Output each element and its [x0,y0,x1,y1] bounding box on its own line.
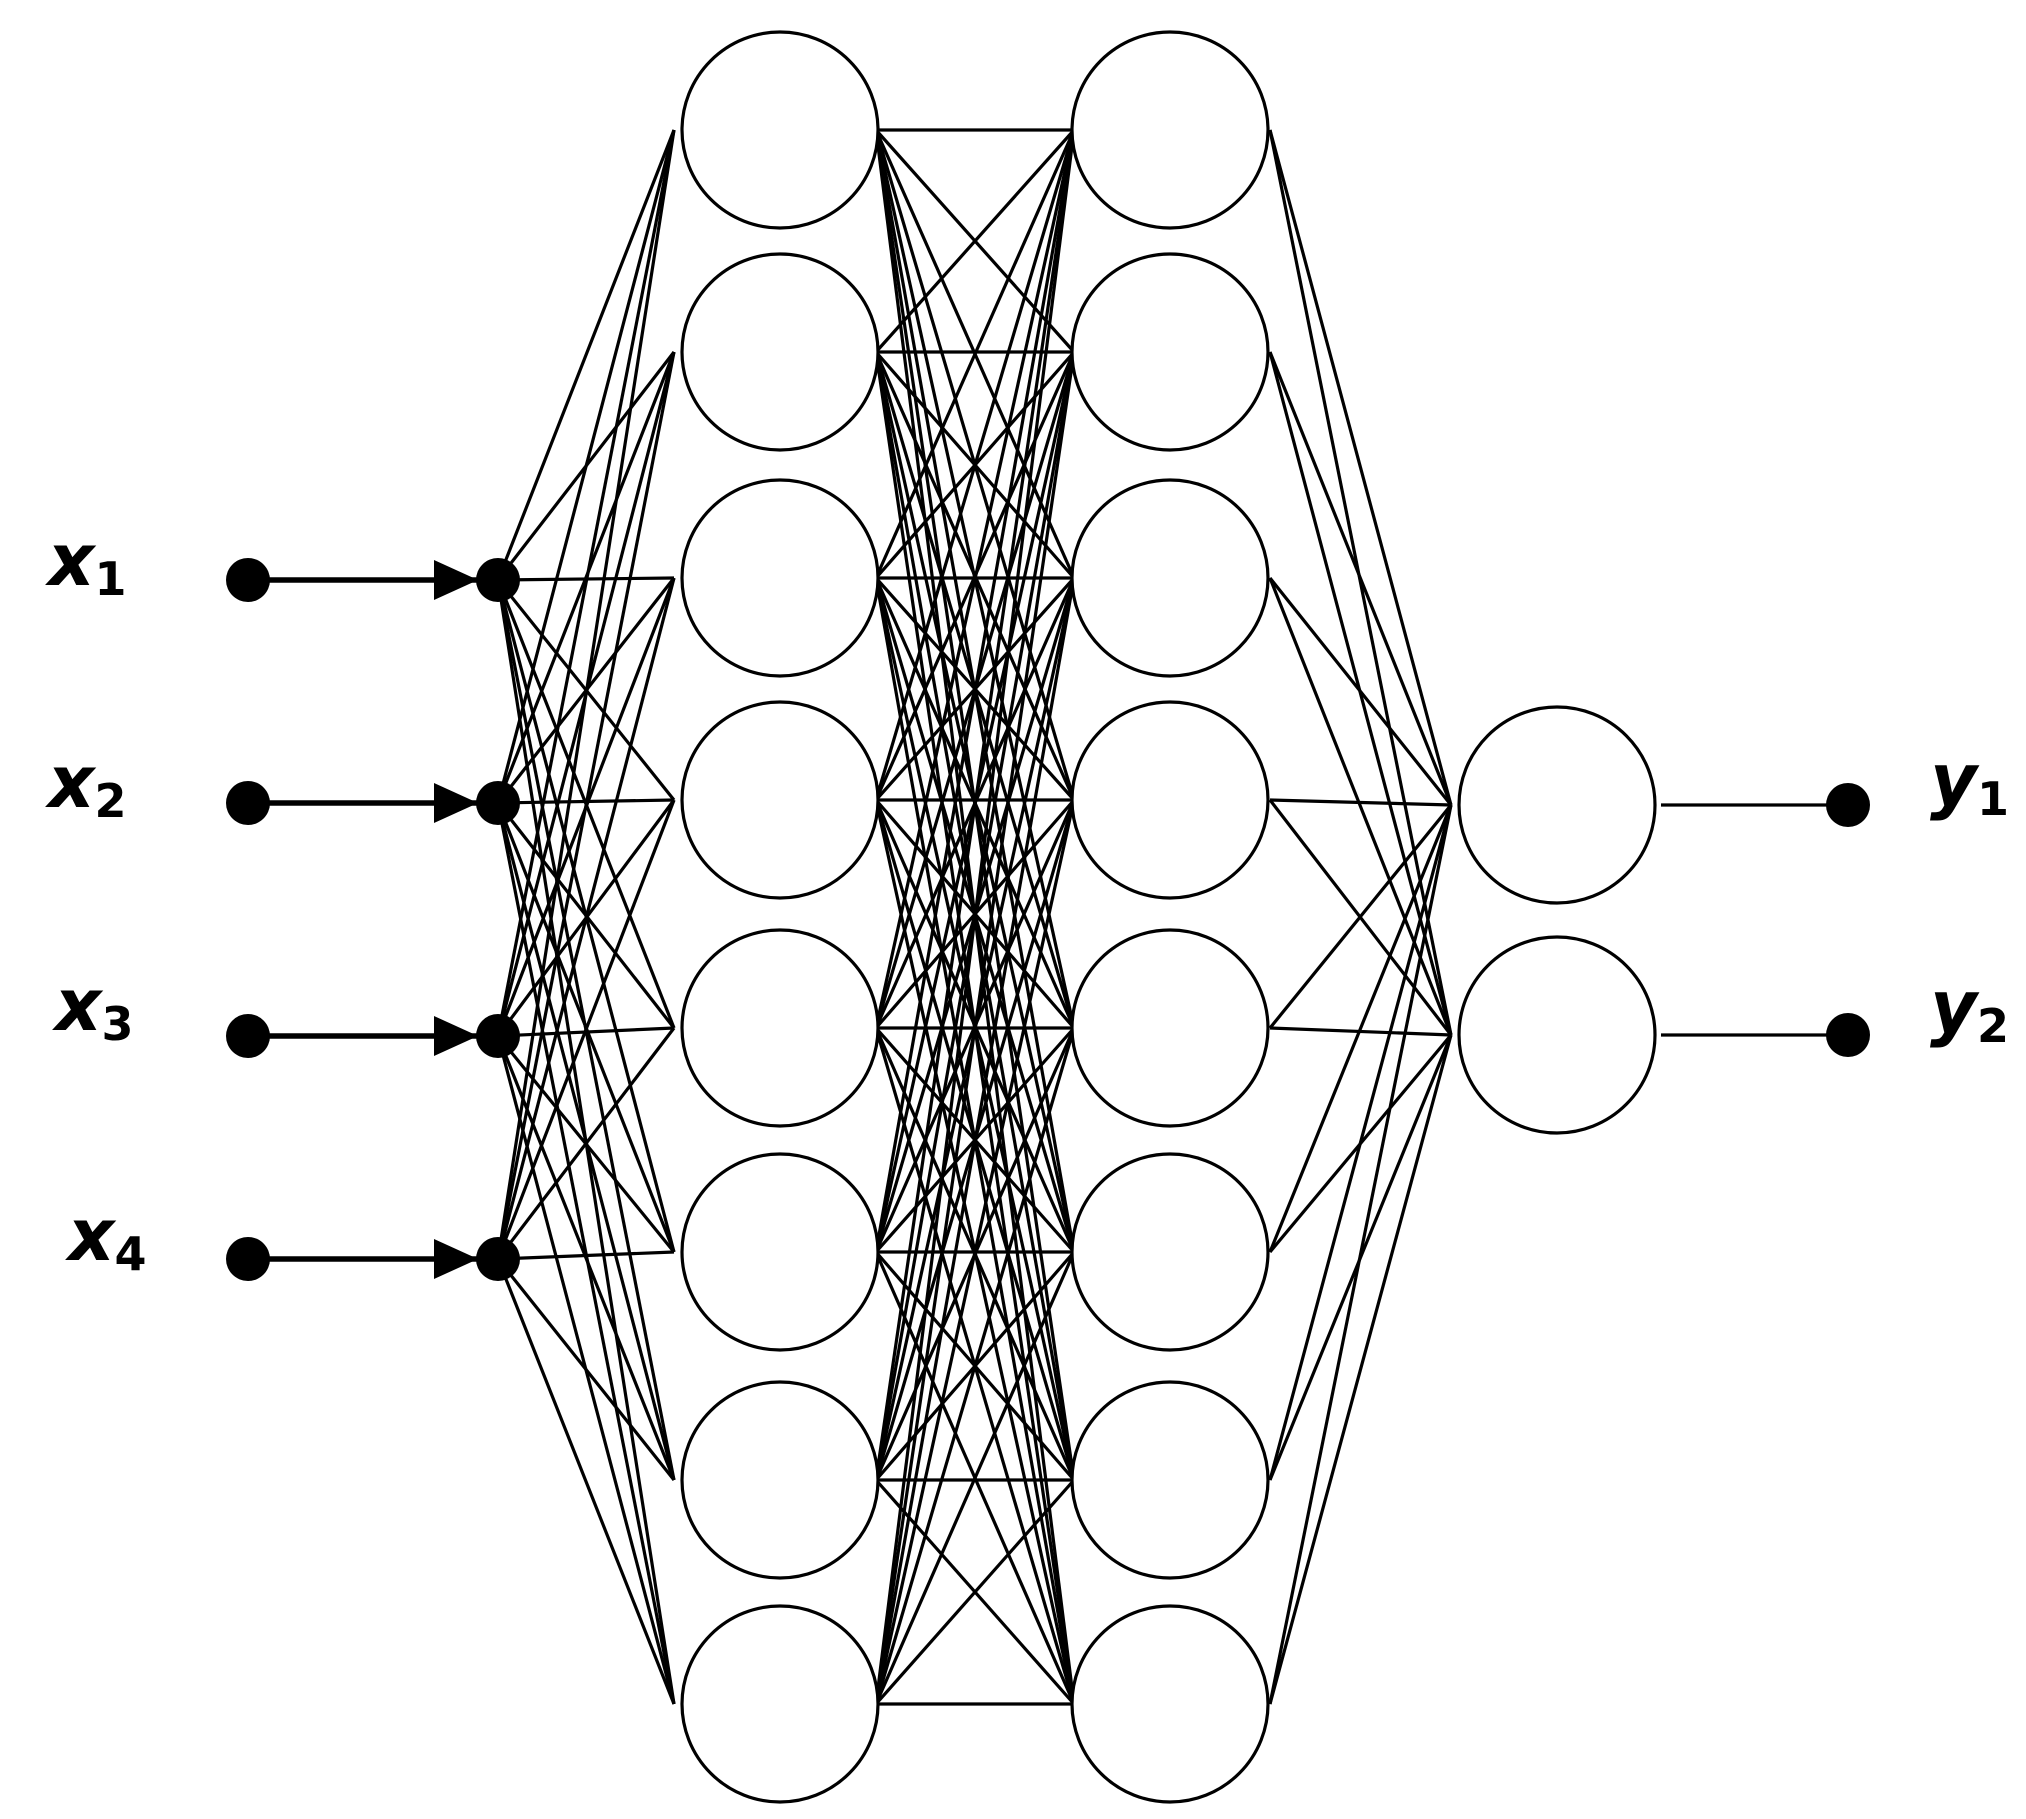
connections [496,128,1848,1706]
hidden1-neuron-7 [680,1380,880,1580]
output-neuron-1 [1457,705,1657,905]
input-node-2 [476,781,520,825]
connection-h1-7-h2-1 [874,129,1076,1481]
output-terminal-dot-2 [1826,1013,1870,1057]
input-arrows [248,560,478,1279]
neurons [226,30,1870,1804]
hidden2-neuron-8 [1070,1604,1270,1804]
input-node-3 [476,1014,520,1058]
connection-h2-2-out-1 [1268,351,1453,806]
connection-h2-8-out-2 [1268,1034,1453,1705]
connection-h2-3-out-1 [1268,577,1453,806]
connection-h1-8-h2-1 [874,129,1076,1705]
input-source-dot-3 [226,1014,270,1058]
connection-in3-h1-1 [496,129,676,1037]
connection-in4-h1-2 [496,351,676,1260]
connection-h2-3-out-2 [1268,577,1453,1036]
hidden2-neuron-1 [1070,30,1270,230]
output-label-y1: y1 [1930,738,2009,826]
connection-h1-8-h2-6 [874,1251,1076,1705]
input-source-dot-2 [226,781,270,825]
connection-in4-h1-8 [496,1258,676,1705]
connection-in2-h1-8 [496,802,676,1705]
connection-h1-8-h2-7 [874,1478,1076,1706]
connection-h1-2-h2-1 [874,128,1076,354]
input-label-x2: x2 [45,740,126,828]
input-label-x3: x3 [52,963,133,1051]
connection-in4-h1-6 [497,1250,675,1261]
hidden2-neuron-7 [1070,1380,1270,1580]
hidden1-neuron-5 [680,928,880,1128]
connection-h2-5-out-1 [1268,803,1453,1030]
input-labels: x1 x2 x3 x4 [45,518,146,1281]
input-label-x1: x1 [45,518,126,606]
connection-h1-5-h2-1 [874,129,1076,1029]
input-source-dot-1 [226,558,270,602]
connection-in4-h1-4 [496,799,676,1260]
input-node-1 [476,558,520,602]
connection-h2-6-out-1 [1268,804,1453,1253]
hidden2-neuron-6 [1070,1152,1270,1352]
connection-h1-8-h2-3 [874,577,1076,1705]
connection-in4-h1-7 [496,1258,676,1481]
connection-h1-8-h2-2 [874,351,1076,1705]
connection-in1-h1-1 [496,129,676,581]
hidden2-neuron-3 [1070,478,1270,678]
output-neuron-2 [1457,935,1657,1135]
connection-h2-7-out-1 [1268,804,1453,1481]
input-node-4 [476,1237,520,1281]
output-terminal-dot-1 [1826,783,1870,827]
connection-h2-8-out-1 [1268,804,1453,1705]
hidden2-neuron-5 [1070,928,1270,1128]
connection-h1-8-h2-4 [874,799,1076,1705]
hidden1-neuron-8 [680,1604,880,1804]
input-source-dot-4 [226,1237,270,1281]
connection-h2-4-out-1 [1269,798,1452,807]
connection-h1-6-h2-1 [874,129,1076,1253]
connection-h1-3-h2-1 [874,129,1076,579]
connection-in2-h1-1 [496,129,676,804]
output-label-y2: y2 [1930,965,2009,1053]
output-labels: y1 y2 [1930,738,2009,1053]
connection-h1-4-h2-1 [874,129,1076,801]
connection-in4-h1-1 [496,129,676,1260]
connection-in4-h1-5 [496,1027,676,1260]
hidden1-neuron-2 [680,252,880,452]
connection-h2-1-out-1 [1268,129,1453,806]
input-label-x4: x4 [65,1193,146,1281]
connection-in4-h1-3 [496,577,676,1260]
hidden1-neuron-3 [680,478,880,678]
hidden1-neuron-1 [680,30,880,230]
hidden2-neuron-4 [1070,700,1270,900]
connection-h1-8-h2-5 [874,1027,1076,1705]
hidden2-neuron-2 [1070,252,1270,452]
hidden1-neuron-4 [680,700,880,900]
hidden1-neuron-6 [680,1152,880,1352]
